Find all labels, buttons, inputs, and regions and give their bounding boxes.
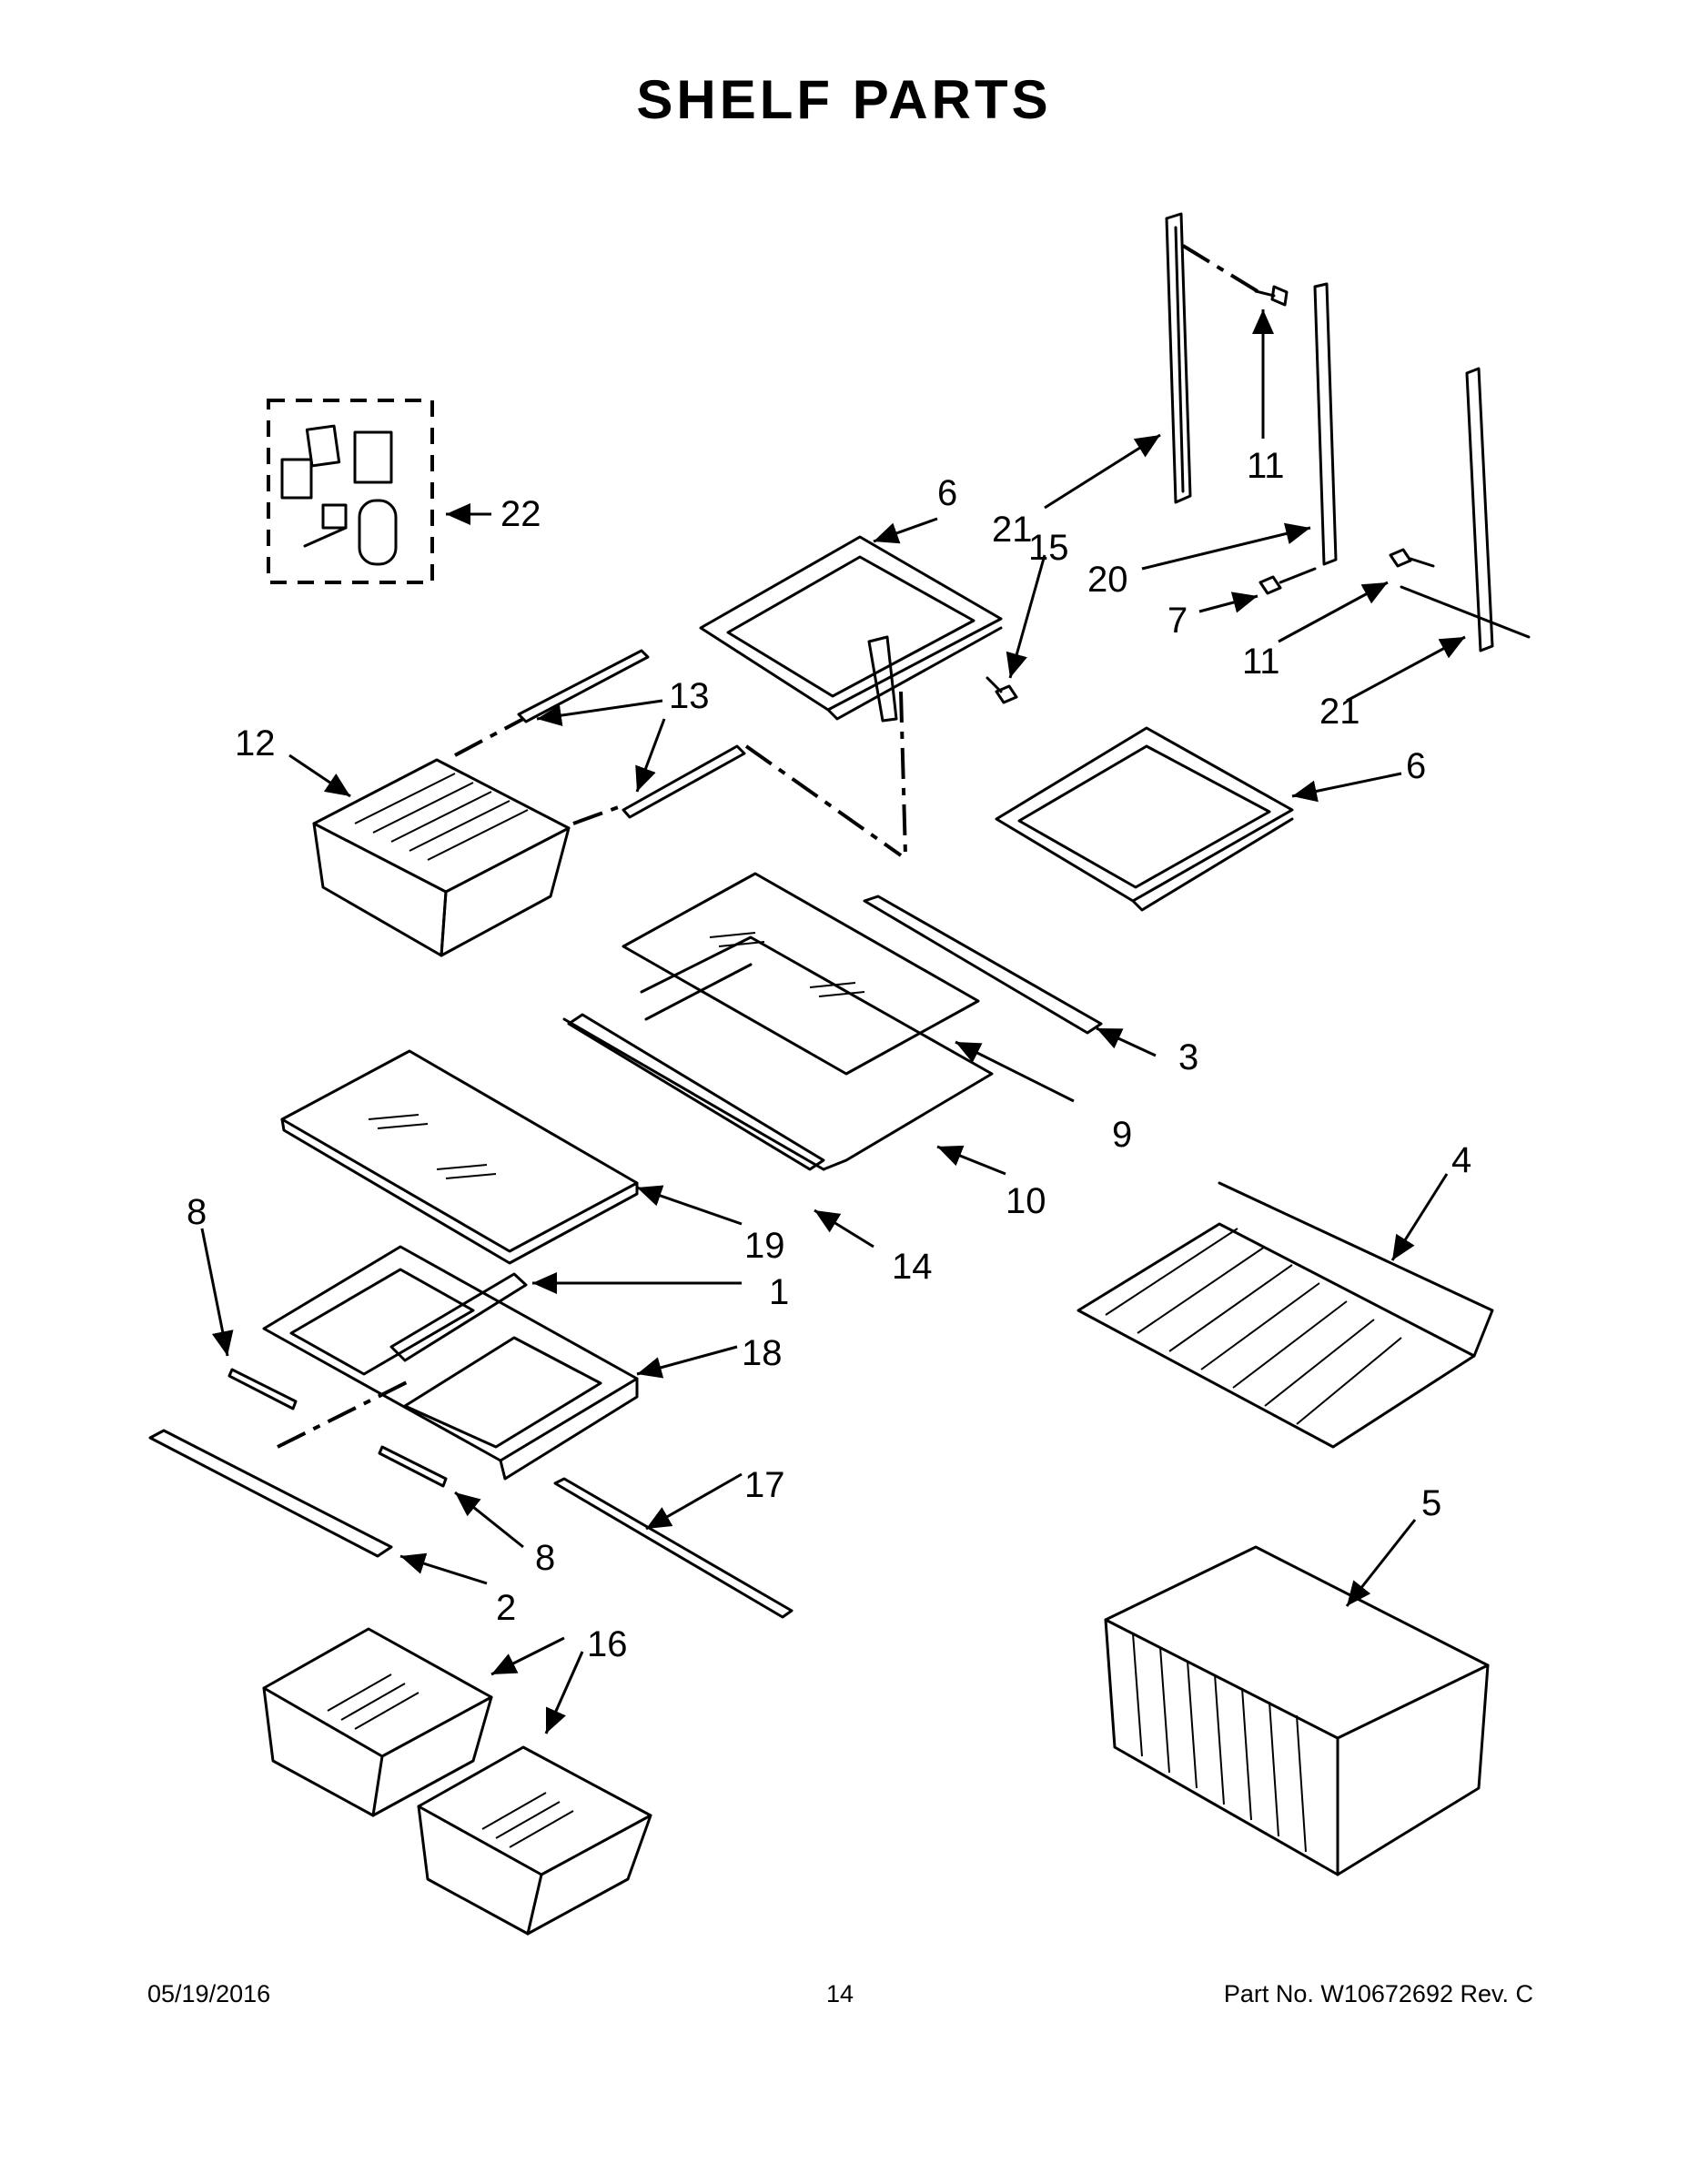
callout-18: 18 <box>742 1333 783 1373</box>
part-12-drawer <box>312 758 571 957</box>
footer-page-number: 14 <box>826 1980 854 2007</box>
callout-16: 16 <box>587 1624 628 1664</box>
part-13-slide-lower <box>622 744 746 819</box>
callout-8-lower: 8 <box>535 1538 555 1578</box>
part-14-front-trim <box>567 1013 825 1171</box>
callout-21-right: 21 <box>1319 692 1360 732</box>
rail-screw-guide <box>1181 244 1267 298</box>
part-16-crisper-drawer-left <box>262 1627 493 1817</box>
part-3-rear-trim <box>863 895 1103 1035</box>
callout-17: 17 <box>744 1465 785 1505</box>
part-10-shelf-frame <box>562 935 994 1171</box>
callout-9: 9 <box>1112 1115 1132 1155</box>
part-15-screw <box>986 676 1018 704</box>
part-22-filter-kit <box>267 399 434 584</box>
callout-8-upper: 8 <box>187 1192 207 1232</box>
part-19-glass-lower <box>280 1049 639 1265</box>
callout-21-left: 21 <box>992 510 1033 550</box>
callout-19: 19 <box>744 1226 785 1266</box>
part-5-wire-basket <box>1104 1545 1490 1876</box>
callout-4: 4 <box>1451 1140 1471 1180</box>
callout-20: 20 <box>1087 560 1128 600</box>
callout-2: 2 <box>496 1588 516 1628</box>
callout-7: 7 <box>1167 601 1188 641</box>
slide-guide-upper <box>454 717 524 757</box>
part-7-screw <box>1258 567 1317 595</box>
part-11-screw-bottom <box>1389 548 1435 568</box>
part-21-rail-left <box>1165 212 1192 504</box>
part-20-rail-center <box>1313 282 1338 566</box>
page-title: SHELF PARTS <box>636 69 1052 130</box>
leader-lines <box>200 309 1466 1734</box>
callout-11-top: 11 <box>1247 446 1285 486</box>
part-16-crisper-drawer-right <box>417 1745 652 1936</box>
callout-10: 10 <box>1006 1181 1046 1221</box>
part-8-bracket-left <box>227 1368 298 1410</box>
part-21-rail-right <box>1465 367 1494 652</box>
callout-14: 14 <box>892 1247 933 1287</box>
slide-guide-lower-left <box>572 804 624 825</box>
part-11-screw-top <box>1254 285 1289 307</box>
part-8-bracket-right <box>378 1445 448 1488</box>
part-4-wire-shelf <box>1076 1181 1494 1449</box>
callout-13: 13 <box>669 676 710 716</box>
slide-guide-lower-right <box>744 744 903 857</box>
part-17-rod <box>553 1477 793 1619</box>
callout-6-upper: 6 <box>937 473 957 513</box>
part-13-slide-upper <box>517 649 650 723</box>
callout-15: 15 <box>1028 528 1069 568</box>
callout-1: 1 <box>769 1272 789 1312</box>
callout-22: 22 <box>500 494 541 534</box>
part-1-divider <box>389 1272 528 1362</box>
callout-3: 3 <box>1178 1037 1198 1077</box>
part-18-drawer-frame <box>262 1245 639 1481</box>
rail-screw-guide-right <box>1400 585 1531 639</box>
part-9-glass-upper <box>622 872 980 1076</box>
bracket-guide <box>277 1377 415 1449</box>
callout-5: 5 <box>1421 1483 1441 1523</box>
callout-6-lower: 6 <box>1406 746 1426 786</box>
footer-date: 05/19/2016 <box>147 1980 271 2007</box>
callout-11-bottom: 11 <box>1242 642 1280 682</box>
part-6-shelf-frame-upper <box>699 535 1003 856</box>
part-6-shelf-frame-lower <box>995 726 1294 912</box>
part-2-front-trim <box>148 1429 393 1558</box>
footer-part-number: Part No. W10672692 Rev. C <box>1223 1980 1533 2007</box>
callout-12: 12 <box>235 723 276 763</box>
